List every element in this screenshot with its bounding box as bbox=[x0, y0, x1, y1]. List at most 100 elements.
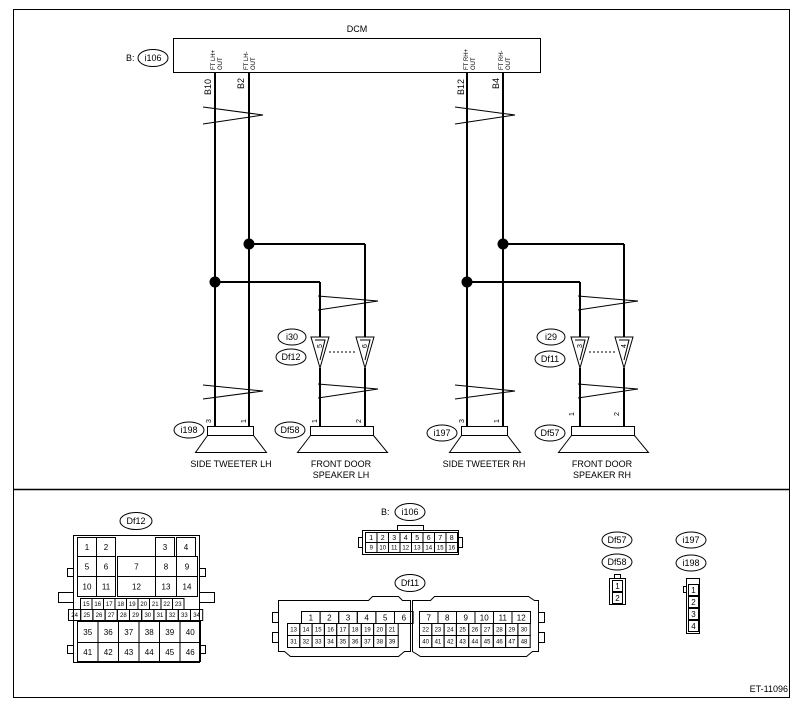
figure-code: ET-11096 bbox=[750, 684, 788, 694]
connector-pin-label: 44 bbox=[145, 648, 154, 657]
connector-pin-label: 1 bbox=[85, 543, 90, 552]
connector-pin-label: 2 bbox=[615, 594, 620, 603]
speaker-side-tweeter-rh-oval bbox=[426, 424, 458, 442]
inline-rh-pin-b: 4 bbox=[621, 344, 628, 348]
connector-pin-label: 3 bbox=[163, 543, 168, 552]
view-i106-housing bbox=[358, 525, 463, 555]
connector-pin-label: 23 bbox=[175, 602, 182, 608]
view-i106-id: i106 bbox=[401, 507, 418, 517]
view-i197-id: i197 bbox=[682, 535, 699, 545]
connector-pin-label: 36 bbox=[104, 628, 113, 637]
connector-pin-label: 5 bbox=[85, 562, 90, 571]
connector-cell bbox=[385, 635, 399, 648]
connector-pin-label: 2 bbox=[691, 598, 696, 607]
view-df5758-cells: 12 bbox=[609, 578, 626, 605]
connector-pin-label: 8 bbox=[450, 535, 454, 542]
connector-pin-label: 14 bbox=[183, 582, 192, 591]
connector-pin-label: 15 bbox=[83, 602, 90, 608]
connector-pin-label: 11 bbox=[499, 613, 508, 622]
splice-rh-minus bbox=[497, 238, 509, 250]
dcm-connector-oval bbox=[137, 49, 169, 67]
connector-pin-label: 39 bbox=[165, 628, 174, 637]
splice-lh-minus bbox=[243, 238, 255, 250]
break-mark-rh-bottom bbox=[454, 384, 516, 400]
connector-pin-label: 45 bbox=[484, 640, 491, 646]
speaker-side-tweeter-rh-pin-a: 3 bbox=[459, 419, 466, 423]
connector-pin-label: 21 bbox=[152, 602, 159, 608]
connector-pin-label: 39 bbox=[389, 640, 396, 646]
view-df58-oval bbox=[601, 553, 633, 571]
connector-cell bbox=[445, 542, 458, 553]
connector-pin-label: 38 bbox=[376, 640, 383, 646]
connector-pin-label: 35 bbox=[83, 628, 92, 637]
connector-pin-label: 28 bbox=[120, 613, 127, 619]
connector-pin-label: 7 bbox=[438, 535, 442, 542]
connector-housing bbox=[686, 578, 700, 634]
connector-pin-label: 31 bbox=[290, 640, 297, 646]
connector-pin-label: 19 bbox=[129, 602, 136, 608]
speaker-front-door-rh-connector: Df57 bbox=[540, 428, 559, 438]
connector-pin-label: 41 bbox=[435, 640, 442, 646]
connector-pin-label: 24 bbox=[71, 613, 78, 619]
connector-cell bbox=[688, 584, 699, 596]
connector-pin-label: 11 bbox=[391, 546, 398, 552]
inline-rh-oval-top bbox=[536, 328, 566, 346]
connector-pin-label: 36 bbox=[352, 640, 359, 646]
dcm-connector-prefix: B: bbox=[126, 53, 135, 63]
speaker-side-tweeter-rh bbox=[448, 426, 522, 453]
connector-pin-label: 26 bbox=[96, 613, 103, 619]
connector-pin-label: 40 bbox=[186, 628, 195, 637]
connector-pin-label: 27 bbox=[108, 613, 115, 619]
connector-pin-label: 29 bbox=[508, 628, 515, 634]
connector-pin-label: 16 bbox=[448, 546, 455, 552]
inline-lh-oval-bottom bbox=[275, 348, 307, 366]
connector-pin-label: 35 bbox=[340, 640, 347, 646]
view-df57-id: Df57 bbox=[607, 535, 626, 545]
connector-pin-label: 38 bbox=[145, 628, 154, 637]
signal-ft-lh-minus: FT LH- bbox=[244, 51, 250, 70]
connector-pin-label: 18 bbox=[352, 628, 359, 634]
view-i106-oval bbox=[394, 503, 426, 521]
connector-pin-label: 33 bbox=[181, 613, 188, 619]
break-mark-lh-inline-top bbox=[317, 295, 379, 311]
inline-rh-id-top: i29 bbox=[545, 332, 557, 342]
connector-pin-label: 16 bbox=[327, 628, 334, 634]
signal-ft-rh-minus: FT RH- bbox=[499, 50, 505, 70]
speaker-front-door-lh bbox=[296, 426, 389, 453]
signal-ft-lh-plus: FT LH+ bbox=[211, 49, 217, 70]
connector-housing bbox=[609, 578, 626, 605]
speaker-side-tweeter-rh-connector: i197 bbox=[433, 428, 450, 438]
connector-pin-label: 4 bbox=[404, 535, 408, 542]
view-df12-id: Df12 bbox=[126, 516, 145, 526]
connector-pin-label: 13 bbox=[162, 582, 171, 591]
connector-pin-label: 30 bbox=[144, 613, 151, 619]
connector-pin-label: 8 bbox=[164, 562, 169, 571]
connector-pin-label: 3 bbox=[346, 613, 351, 622]
pin-b4: B4 bbox=[491, 78, 501, 89]
connector-pin-label: 42 bbox=[104, 648, 113, 657]
speaker-front-door-lh-label-2: SPEAKER LH bbox=[313, 470, 370, 480]
connector-cell bbox=[688, 620, 699, 632]
connector-pin-label: 1 bbox=[369, 535, 373, 542]
speaker-front-door-rh-pin-a: 1 bbox=[569, 412, 576, 416]
connector-pin-label: 6 bbox=[104, 562, 109, 571]
connector-cell bbox=[179, 642, 201, 662]
inline-rh-oval-bottom bbox=[534, 350, 566, 368]
connector-pin-label: 8 bbox=[445, 613, 450, 622]
speaker-side-tweeter-lh-label: SIDE TWEETER LH bbox=[190, 459, 271, 469]
splice-lh-plus bbox=[209, 276, 221, 288]
connector-pin-label: 34 bbox=[193, 613, 200, 619]
connector-pin-label: 5 bbox=[383, 613, 388, 622]
connector-pin-label: 6 bbox=[402, 613, 407, 622]
connector-cell bbox=[612, 580, 623, 592]
connector-cell bbox=[612, 592, 623, 604]
connector-pin-label: 13 bbox=[414, 546, 421, 552]
connector-cell bbox=[517, 635, 531, 648]
connector-pin-label: 1 bbox=[615, 582, 620, 591]
splice-rh-plus bbox=[461, 276, 473, 288]
connector-pin-label: 7 bbox=[134, 562, 139, 571]
connector-pin-label: 40 bbox=[422, 640, 429, 646]
connector-pin-label: 46 bbox=[496, 640, 503, 646]
